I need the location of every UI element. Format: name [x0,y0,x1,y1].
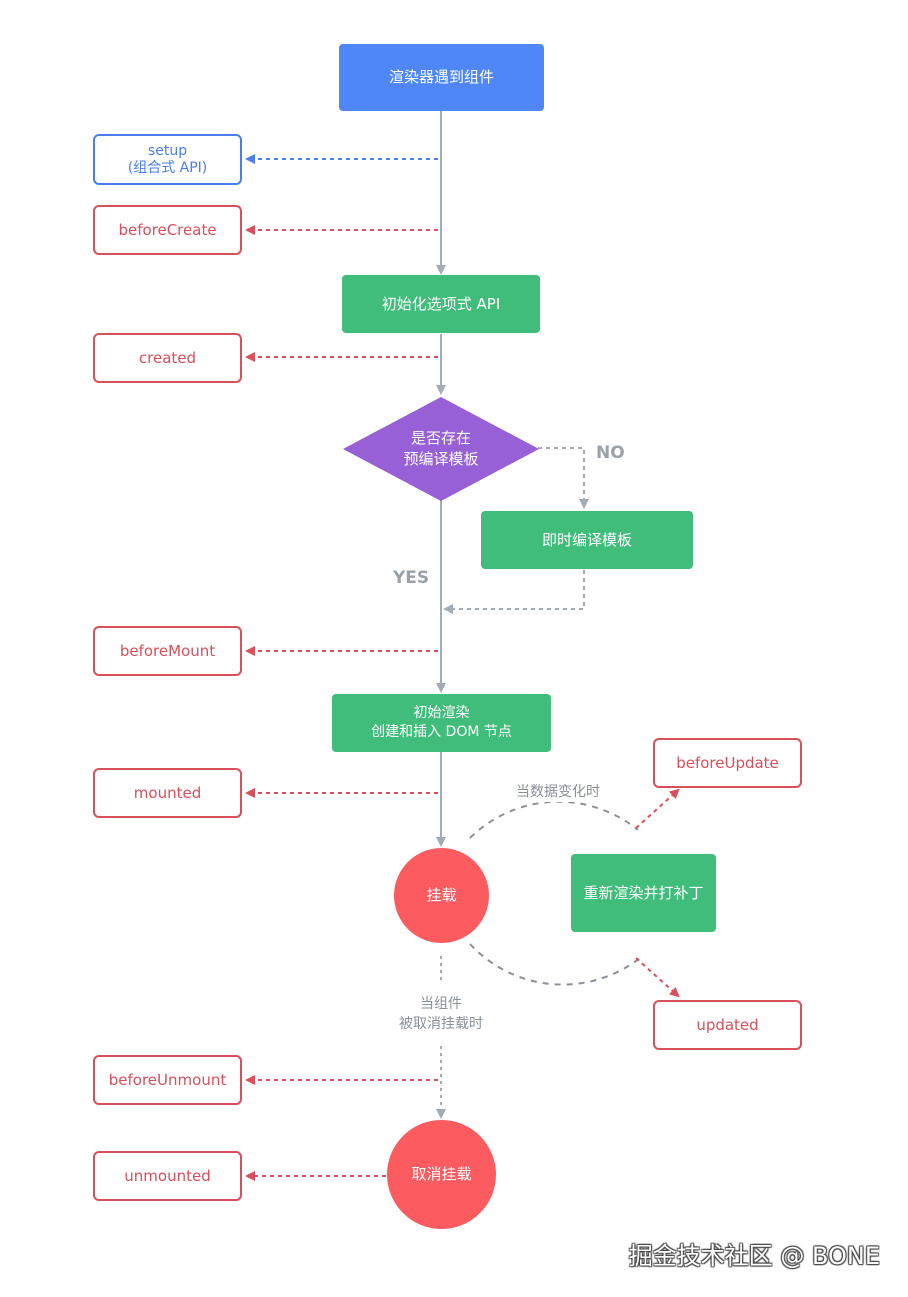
no-label: NO [596,443,625,463]
hook-arrow-updated [635,957,680,998]
update-cycle-upper-arc [469,800,639,839]
init-render-node: 初始渲染 创建和插入 DOM 节点 [332,694,551,752]
decision-line1: 是否存在 [410,429,471,447]
no-branch-line [538,447,589,509]
unmount-condition-label: 当组件 被取消挂载时 [380,994,502,1034]
init-render-line2: 创建和插入 DOM 节点 [371,724,512,740]
jit-return-line [443,570,585,614]
jit-compile-node: 即时编译模板 [481,511,693,569]
data-change-label: 当数据变化时 [500,782,616,802]
before-update-hook: beforeUpdate [653,738,802,788]
init-options-label: 初始化选项式 API [381,294,501,313]
before-create-hook: beforeCreate [93,205,242,255]
unmount-condition-line1: 当组件 [420,996,462,1012]
created-label: created [138,348,197,367]
setup-hook-line1: setup [147,142,188,159]
update-cycle-lower-arc [469,943,641,986]
unmount-state-label: 取消挂载 [411,1165,472,1183]
decision-text: 是否存在 预编译模板 [371,428,511,470]
before-mount-hook: beforeMount [93,626,242,676]
unmount-condition-line2: 被取消挂载时 [399,1016,483,1032]
watermark: 掘金技术社区 @ BONE [628,1242,880,1270]
jit-compile-label: 即时编译模板 [541,530,632,549]
updated-hook: updated [653,1000,802,1050]
before-unmount-hook: beforeUnmount [93,1055,242,1105]
before-update-label: beforeUpdate [676,753,779,772]
unmounted-label: unmounted [124,1166,211,1185]
before-create-label: beforeCreate [118,220,217,239]
init-options-node: 初始化选项式 API [342,275,540,333]
decision-diamond [343,397,539,501]
unmounted-hook: unmounted [93,1151,242,1201]
before-unmount-label: beforeUnmount [108,1070,227,1089]
updated-label: updated [696,1015,759,1034]
mounted-label: mounted [133,783,202,802]
setup-hook: setup (组合式 API) [93,134,242,185]
init-render-line1: 初始渲染 [413,705,470,721]
created-hook: created [93,333,242,383]
yes-label: YES [393,568,430,588]
mounted-state-label: 挂载 [426,886,457,904]
renderer-node-label: 渲染器遇到组件 [388,68,494,86]
setup-hook-line2: (组合式 API) [127,159,208,176]
rerender-label: 重新渲染并打补丁 [583,883,704,902]
mounted-state-circle: 挂载 [394,848,489,943]
before-mount-label: beforeMount [119,641,216,660]
hook-arrow-before-update [635,788,680,829]
renderer-node: 渲染器遇到组件 [339,44,544,111]
mounted-hook: mounted [93,768,242,818]
decision-line2: 预编译模板 [403,450,479,468]
unmount-state-circle: 取消挂载 [387,1120,496,1229]
rerender-node: 重新渲染并打补丁 [571,854,716,932]
